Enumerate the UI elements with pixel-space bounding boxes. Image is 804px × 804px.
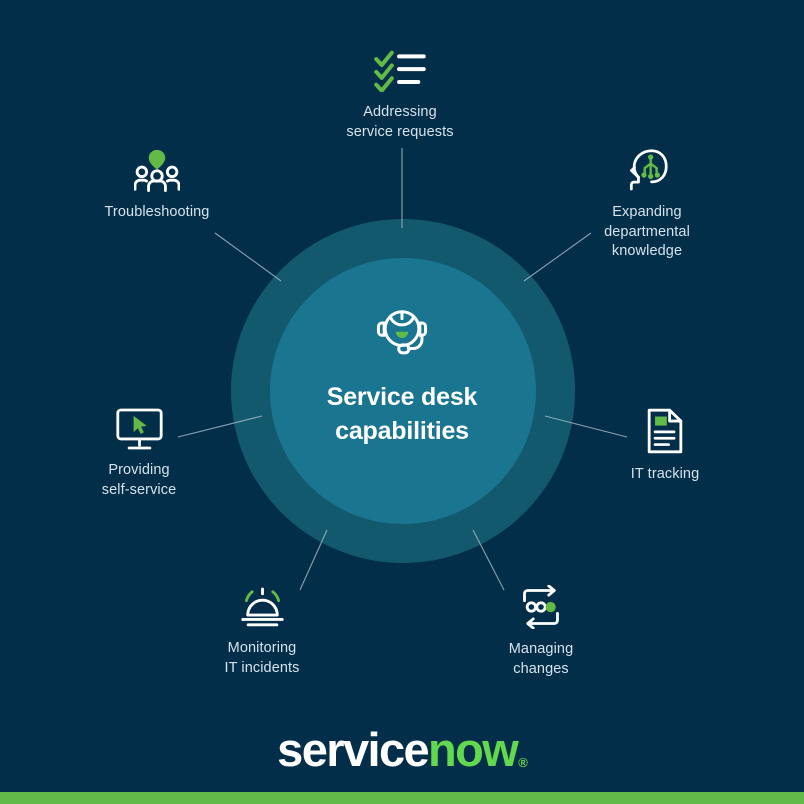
node-managing-changes[interactable]: Managing changes	[481, 585, 601, 679]
logo-text-now: now	[428, 723, 519, 776]
logo-text-service: service	[277, 723, 429, 776]
node-label: Addressing service requests	[346, 104, 454, 140]
node-label: Managing changes	[508, 641, 574, 677]
node-label: Expanding departmental knowledge	[604, 204, 690, 260]
node-label: IT tracking	[630, 466, 700, 482]
node-label: Providing self-service	[101, 462, 177, 498]
logo-wordmark: servicenow®	[277, 723, 528, 776]
connector-troubleshooting	[214, 232, 282, 282]
checklist-icon	[374, 50, 426, 92]
node-addressing-service-requests[interactable]: Addressing service requests	[300, 50, 500, 142]
head-brain-circuit-icon	[629, 149, 668, 191]
node-monitoring-it-incidents[interactable]: Monitoring IT incidents	[192, 585, 332, 678]
document-report-icon	[647, 408, 683, 454]
registered-mark-icon: ®	[518, 755, 528, 770]
monitor-cursor-icon	[115, 408, 163, 450]
cycle-arrows-icon	[523, 585, 559, 629]
servicenow-logo: servicenow®	[0, 726, 804, 773]
bottom-accent-bar	[0, 792, 804, 804]
center-title: Service desk capabilities	[326, 383, 478, 445]
people-group-icon	[134, 149, 180, 192]
node-label: Troubleshooting	[104, 204, 210, 220]
node-providing-self-service[interactable]: Providing self-service	[79, 408, 199, 500]
service-bell-alert-icon	[240, 587, 284, 627]
headset-support-agent-icon	[376, 310, 428, 355]
node-expanding-departmental-knowledge[interactable]: Expanding departmental knowledge	[577, 148, 717, 262]
node-label: Monitoring IT incidents	[224, 640, 300, 676]
center-hub: Service desk capabilities	[302, 305, 502, 448]
node-it-tracking[interactable]: IT tracking	[605, 408, 725, 485]
node-troubleshooting[interactable]: Troubleshooting	[77, 148, 237, 223]
inner-ring	[270, 258, 536, 524]
